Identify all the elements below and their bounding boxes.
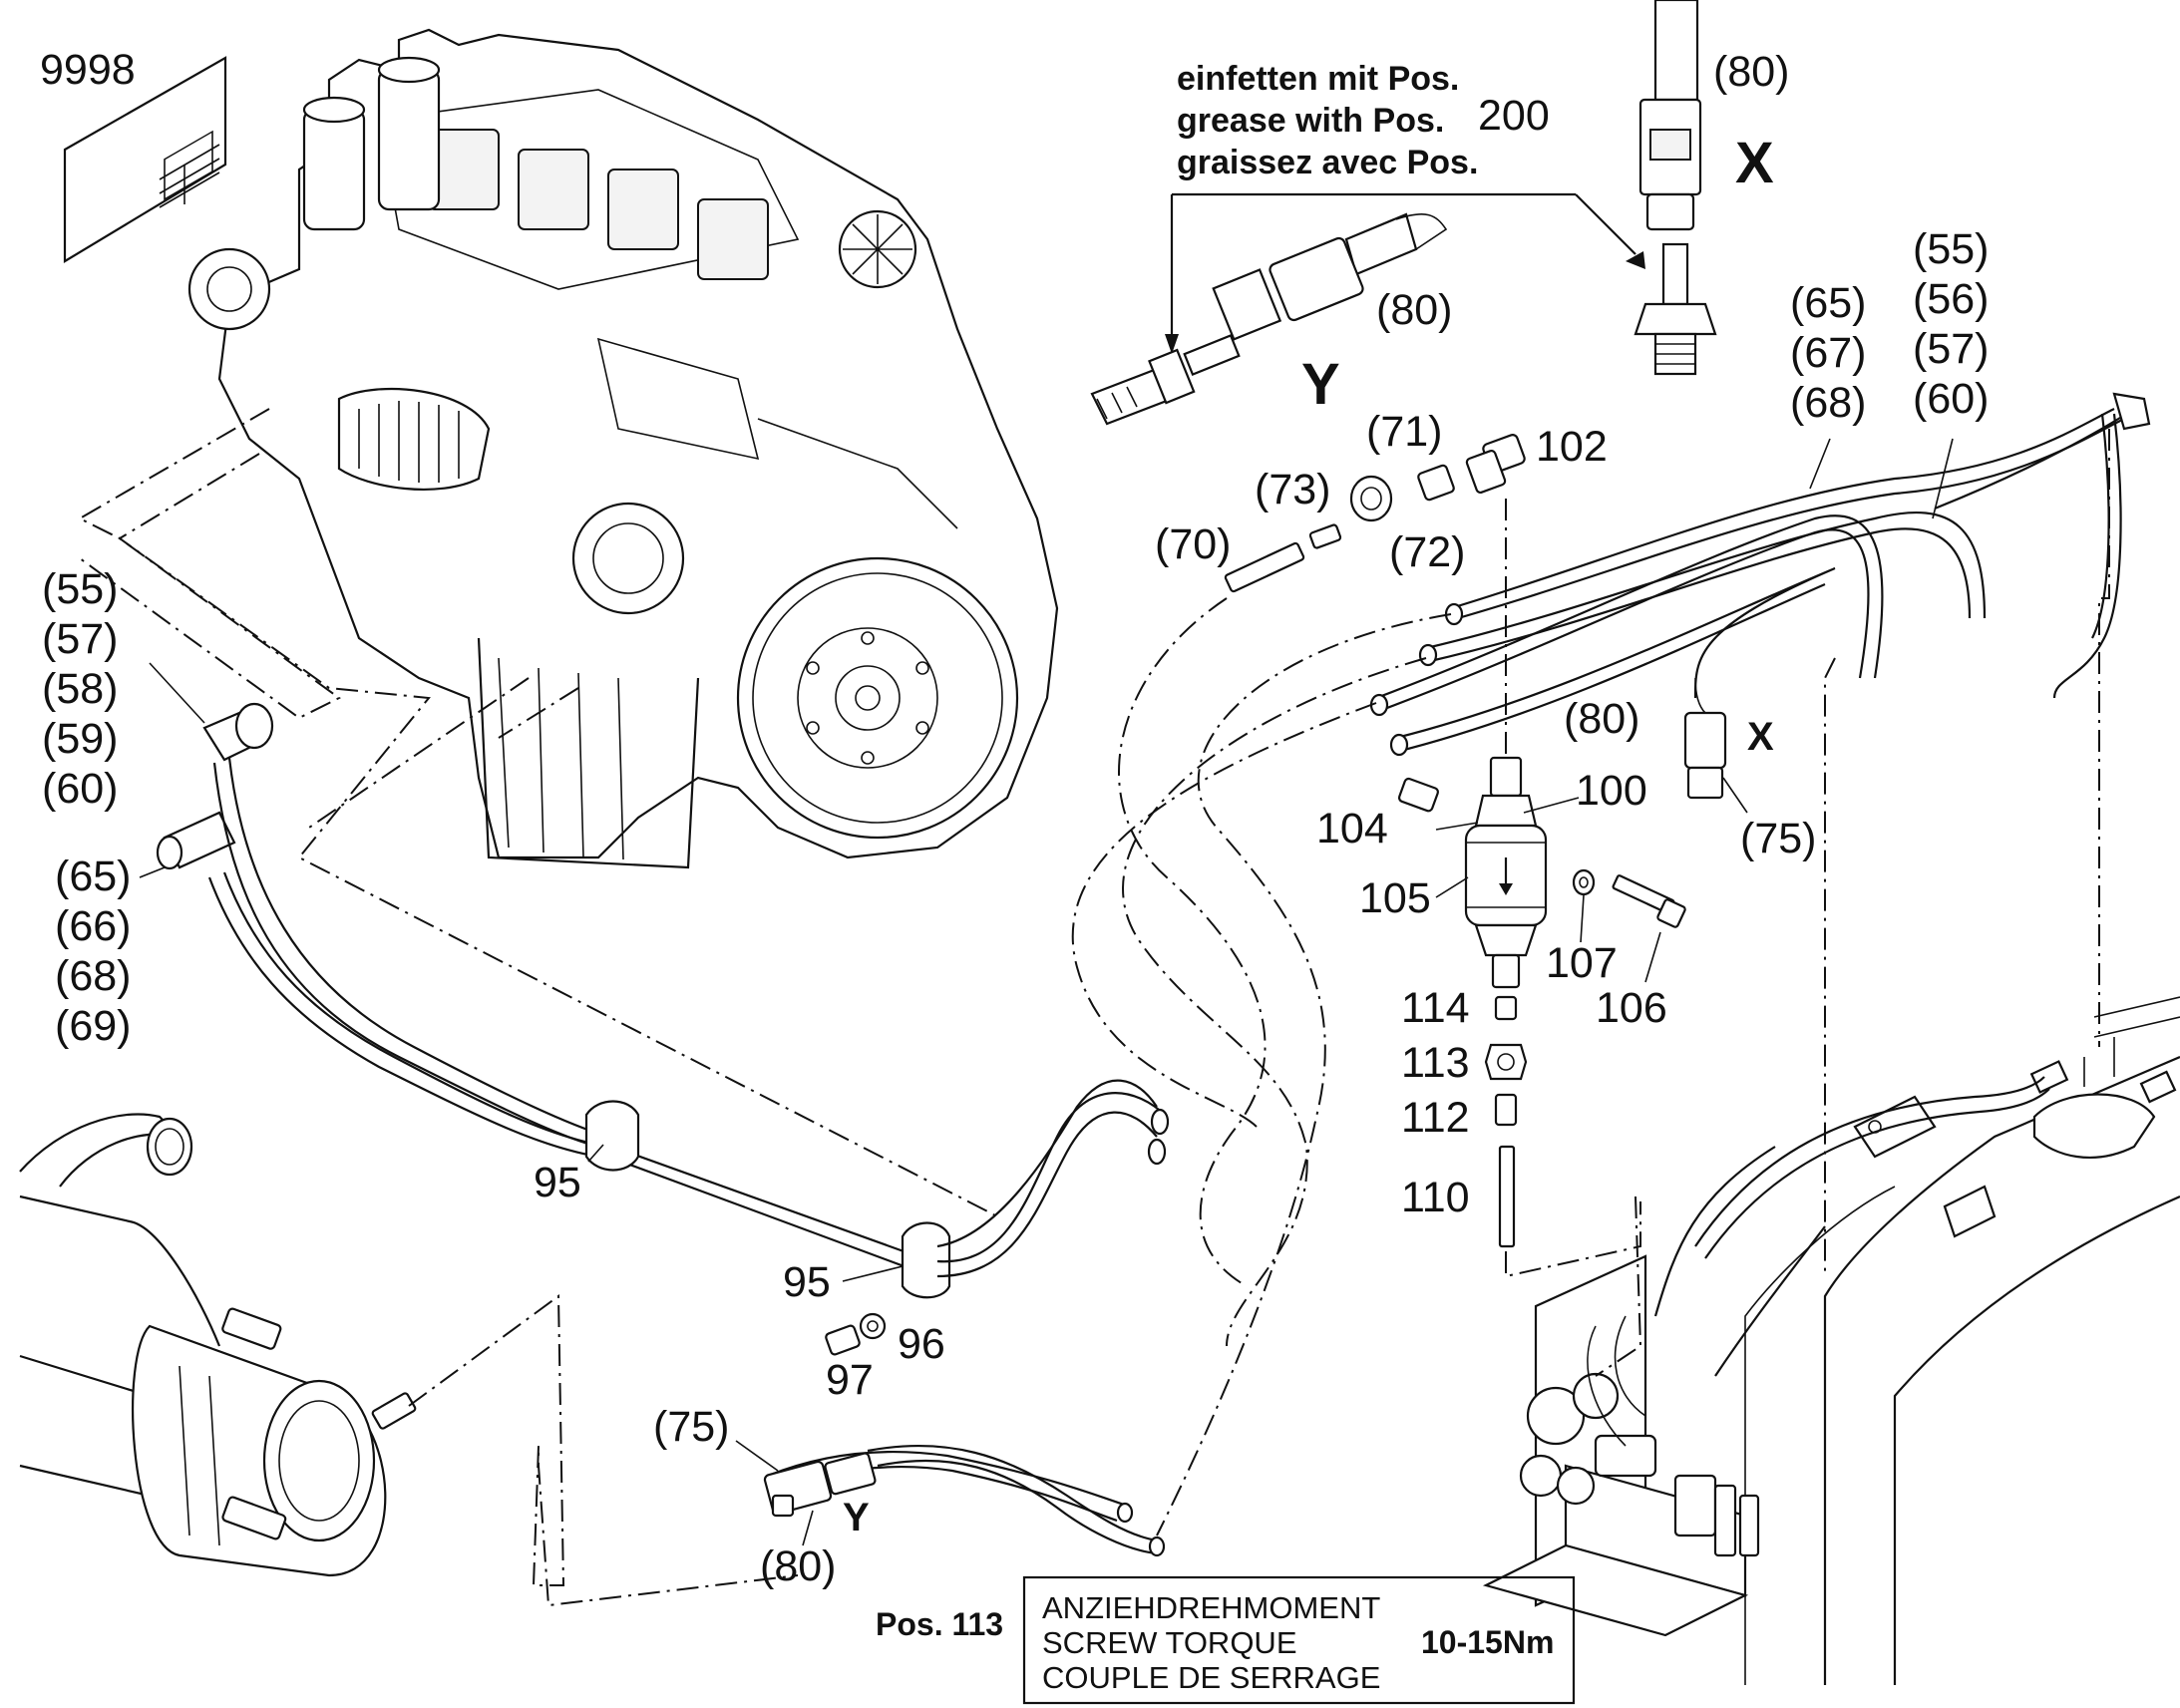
detail-x-connector-mid: (80) X (75) (1564, 677, 1816, 862)
detail-x-connector: (80) X (1634, 0, 1789, 376)
grease-note-de: einfetten mit Pos. (1177, 60, 1459, 98)
engine-illustration (187, 28, 1059, 869)
callout-105: 105 (1359, 874, 1431, 922)
callout-66-left: (66) (55, 902, 131, 950)
torque-specification: Pos. 113 ANZIEHDREHMOMENT SCREW TORQUE C… (876, 1575, 1576, 1705)
callout-104: 104 (1316, 805, 1388, 853)
callout-80-top: (80) (1713, 48, 1789, 96)
callout-114: 114 (1401, 984, 1470, 1032)
callout-95-right: 95 (783, 1258, 831, 1306)
callout-107: 107 (1546, 939, 1618, 987)
tank-and-valve-block (1482, 996, 2180, 1685)
callout-112: 112 (1401, 1094, 1470, 1142)
torque-line-fr: COUPLE DE SERRAGE (1042, 1660, 1380, 1695)
grease-note-en: grease with Pos. (1177, 102, 1444, 140)
callout-55-top: (55) (1913, 225, 1989, 273)
torque-line-en: SCREW TORQUE (1042, 1625, 1297, 1660)
drawing-ref-number: 9998 (40, 46, 136, 94)
fuel-filter-assembly: 100 104 105 107 106 114 113 112 110 (1316, 756, 1686, 1278)
callout-102: 102 (1536, 423, 1608, 471)
callout-69-left: (69) (55, 1002, 131, 1050)
callout-59-left: (59) (42, 715, 118, 763)
callout-58-left: (58) (42, 665, 118, 713)
callout-100: 100 (1576, 767, 1647, 815)
callout-97: 97 (826, 1356, 874, 1404)
hose-callouts-top-right: (65) (67) (68) (55) (56) (57) (60) (1790, 225, 1989, 519)
grease-note: einfetten mit Pos. grease with Pos. grai… (1165, 60, 1645, 354)
grease-pos-number: 200 (1478, 92, 1550, 140)
callout-60-left: (60) (42, 765, 118, 813)
callout-70: (70) (1155, 520, 1231, 568)
drawing-ref-card: 9998 (40, 46, 227, 263)
callout-72: (72) (1389, 528, 1465, 576)
fitting-parts: (71) 102 (73) (72) (70) (1155, 408, 1608, 758)
callout-96: 96 (898, 1320, 945, 1368)
detail-x-letter-top: X (1735, 131, 1774, 195)
hose-bundle-left: 95 95 96 97 (77, 408, 1170, 1404)
callout-65-top: (65) (1790, 279, 1866, 327)
callout-73: (73) (1255, 466, 1330, 513)
callout-106: 106 (1596, 984, 1667, 1032)
torque-value: 10-15Nm (1421, 1624, 1554, 1660)
detail-y-connector-bottom: (75) (80) Y (653, 1403, 1166, 1590)
callout-75-bottom: (75) (653, 1403, 729, 1451)
callout-80-y: (80) (1376, 286, 1452, 334)
detail-y-letter-top: Y (1301, 352, 1340, 417)
callout-56-top: (56) (1913, 275, 1989, 323)
detail-y-connector: (80) Y (1090, 212, 1452, 426)
callout-57-top: (57) (1913, 325, 1989, 373)
callout-57-left: (57) (42, 615, 118, 663)
callout-75-right: (75) (1740, 815, 1816, 862)
callout-68-left: (68) (55, 952, 131, 1000)
torque-pos-label: Pos. 113 (876, 1606, 1003, 1642)
callout-80-bottom: (80) (760, 1542, 836, 1590)
hose-bundle-centre (1071, 392, 2151, 1537)
callout-65-left: (65) (55, 853, 131, 900)
callout-67-top: (67) (1790, 329, 1866, 377)
callout-95-left: 95 (534, 1159, 581, 1206)
callout-55-left: (55) (42, 565, 118, 613)
callout-110: 110 (1401, 1174, 1470, 1221)
detail-x-letter-mid: X (1747, 715, 1774, 759)
callout-80-x: (80) (1564, 695, 1639, 743)
detail-y-letter-bottom: Y (843, 1496, 870, 1539)
exhaust-illustration (19, 1113, 799, 1607)
callout-71: (71) (1366, 408, 1442, 456)
callout-113: 113 (1401, 1039, 1470, 1087)
callout-60-top: (60) (1913, 375, 1989, 423)
grease-note-fr: graissez avec Pos. (1177, 144, 1478, 181)
torque-line-de: ANZIEHDREHMOMENT (1042, 1590, 1380, 1625)
hose-callouts-left: (55) (57) (58) (59) (60) (65) (66) (68) … (42, 565, 205, 1050)
callout-68-top: (68) (1790, 379, 1866, 427)
